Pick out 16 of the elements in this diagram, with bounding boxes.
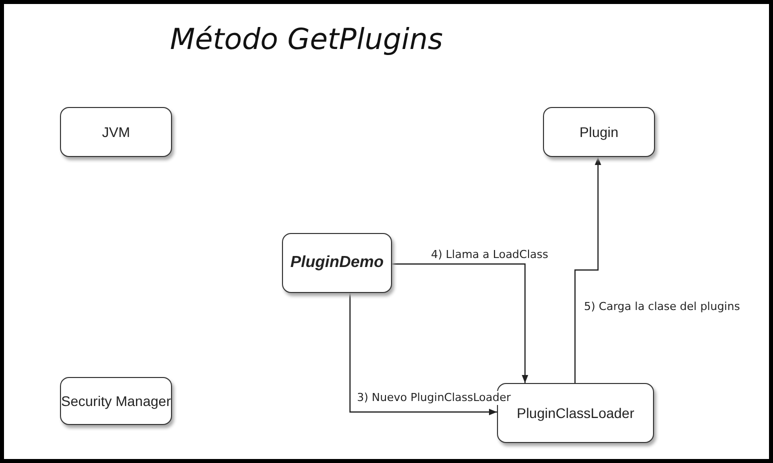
arrow	[392, 263, 528, 383]
process-box	[282, 233, 392, 293]
edge-label: 3) Nuevo PluginClassLoader	[356, 391, 512, 405]
edge-label: 5) Carga la clase del plugins	[583, 300, 741, 314]
diagram-title: Método GetPlugins	[170, 22, 443, 56]
node-label: JVM	[102, 124, 130, 140]
edge-label: 4) Llama a LoadClass	[430, 248, 550, 262]
node-label: PluginClassLoader	[516, 405, 634, 421]
arrow	[349, 293, 497, 416]
node-label: Security Manager	[61, 393, 171, 409]
arrow	[574, 157, 602, 383]
process-box	[60, 107, 172, 157]
node-label: PluginDemo	[290, 254, 384, 272]
process-box	[60, 377, 172, 425]
process-box	[543, 107, 655, 157]
node-label: Plugin	[580, 124, 618, 140]
